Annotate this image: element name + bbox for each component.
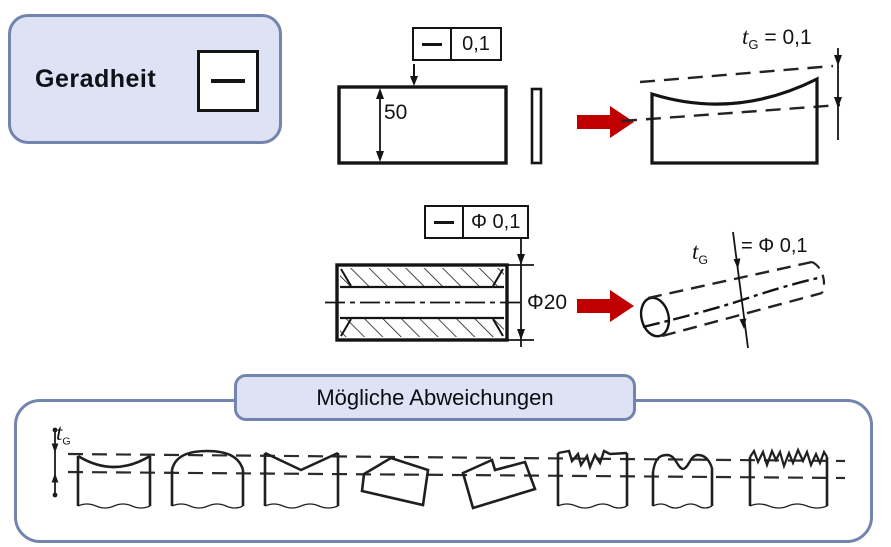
zone-line-lower	[661, 291, 823, 338]
shaft-section-drawing	[325, 239, 534, 347]
plate-drawing	[337, 64, 543, 165]
deviation-profile-v-notch	[263, 451, 340, 509]
deviation-profile-wave-humps	[651, 453, 714, 509]
wall-hatch-bottom	[340, 318, 504, 337]
deviation-profile-concave	[76, 454, 152, 509]
fcf-tolerance-cell: 0,1	[450, 27, 502, 61]
height-dimension: 50	[384, 101, 408, 124]
deviation-profile-tilted	[360, 456, 430, 507]
bent-shaft-drawing	[639, 231, 826, 349]
shaft-end-cap	[639, 296, 671, 338]
geradheit-badge: Geradheit	[8, 14, 282, 144]
leader-arrow	[410, 76, 418, 86]
plate-outline	[337, 85, 508, 165]
tolerance-zone-value-plate: tG = 0,1	[742, 24, 812, 53]
deviations-title: Mögliche Abweichungen	[316, 384, 554, 410]
zone-width-label: tG	[56, 420, 71, 448]
zone-line-upper	[647, 260, 813, 300]
fcf-tolerance-cell: Φ 0,1	[462, 205, 530, 239]
zone-line-lower	[621, 103, 841, 123]
zone-line-upper	[639, 64, 834, 84]
tolerance-zone-t-shaft: tG	[692, 239, 709, 267]
axis-zone-dim-line	[732, 231, 749, 349]
shaft-far-cap	[811, 260, 826, 294]
deviation-profile-rough-zigzag	[748, 447, 829, 509]
feature-control-frame-plate: 0,1	[412, 27, 502, 61]
fcf-symbol-cell	[412, 27, 452, 61]
deviation-profile-convex	[170, 449, 245, 509]
plate-end-view	[530, 87, 543, 165]
wall-hatch-top	[340, 268, 504, 287]
zone-width-dim	[51, 427, 59, 498]
straightness-icon	[434, 220, 454, 224]
feature-control-frame-shaft: Φ 0,1	[424, 205, 530, 239]
straightness-icon	[211, 79, 245, 83]
deviation-profile-jagged-notch	[556, 449, 629, 509]
bent-axis-line	[642, 276, 819, 329]
deviations-title-box: Mögliche Abweichungen	[234, 374, 636, 421]
zone-line-upper	[67, 452, 846, 463]
diameter-dimension: Φ20	[527, 291, 568, 314]
red-arrow-icon	[577, 290, 634, 322]
deviation-profile-tilted-notch	[461, 458, 537, 510]
deformed-plate-outline	[650, 76, 819, 165]
tolerance-zone-value-shaft: = Φ 0,1	[741, 235, 808, 257]
red-arrow-icon	[577, 106, 634, 138]
fcf-symbol-cell	[424, 205, 464, 239]
badge-label: Geradheit	[35, 64, 157, 93]
deviation-profiles-strip	[51, 427, 846, 510]
straightness-icon	[422, 42, 442, 46]
plate-result-drawing	[621, 48, 842, 165]
straightness-symbol-box	[197, 50, 259, 112]
zone-line-lower	[67, 470, 846, 480]
